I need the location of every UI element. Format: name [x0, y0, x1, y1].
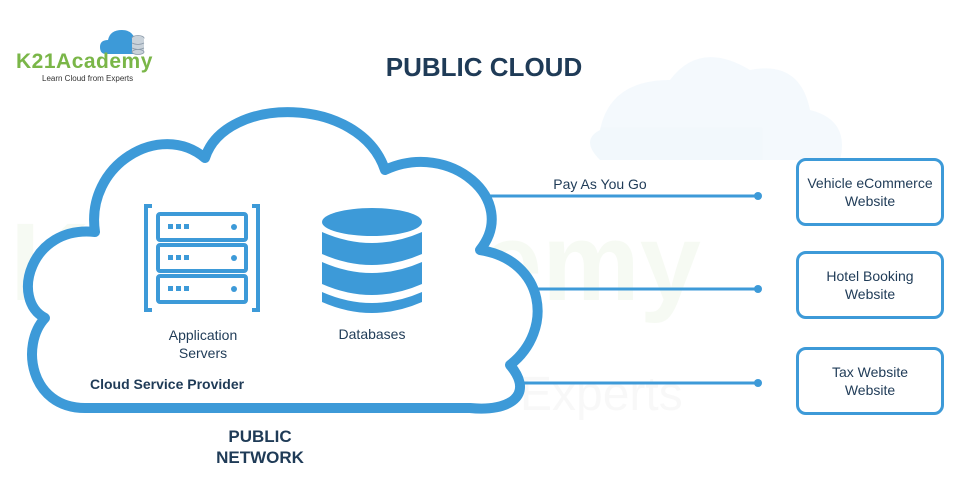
- pay-as-you-go-label: Pay As You Go: [553, 176, 647, 192]
- svg-text:Experts: Experts: [520, 368, 683, 421]
- connection-dot-2: [754, 285, 762, 293]
- connection-dot-3: [754, 379, 762, 387]
- databases-label: Databases: [338, 326, 406, 342]
- connection-dot-1: [754, 192, 762, 200]
- logo-wordmark: K21Academy: [16, 50, 153, 73]
- cloud-service-provider-label: Cloud Service Provider: [90, 376, 245, 392]
- k21academy-logo: K21Academy Learn Cloud from Experts: [14, 28, 154, 84]
- application-servers-label: Application Servers: [168, 327, 238, 361]
- logo-tagline: Learn Cloud from Experts: [42, 74, 134, 83]
- database-icon: [322, 208, 422, 313]
- page-title: PUBLIC CLOUD: [385, 52, 583, 82]
- server-rack-icon: [144, 204, 260, 312]
- cloud-database-icon: [100, 30, 145, 55]
- cloud-outline: [23, 107, 543, 414]
- public-network-label: PUBLIC NETWORK: [216, 427, 304, 467]
